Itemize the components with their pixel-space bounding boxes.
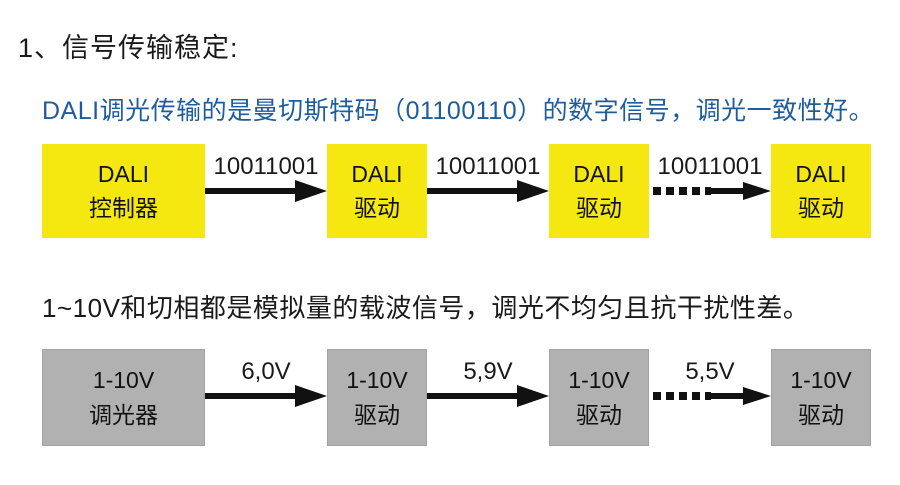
analog-driver-1-line1: 1-10V [346, 367, 408, 393]
dali-arrow-1: 10011001 [205, 144, 327, 238]
solid-arrow-icon [205, 180, 327, 202]
dashed-arrow-icon [653, 182, 771, 200]
page-title: 1、信号传输稳定: [18, 33, 239, 63]
analog-driver-2-line2: 驱动 [576, 401, 622, 428]
solid-arrow-icon [427, 385, 549, 407]
dali-arrow-1-label: 10011001 [213, 153, 319, 180]
dali-driver-1-line2: 驱动 [354, 195, 400, 221]
dali-driver-box-3: DALI 驱动 [771, 144, 871, 238]
dali-driver-2-line1: DALI [573, 160, 625, 187]
dali-driver-1-line1: DALI [351, 160, 403, 187]
dali-arrow-3: 10011001 [649, 144, 771, 238]
dali-controller-box: DALI 控制器 [42, 144, 205, 238]
dali-arrow-3-label: 10011001 [657, 153, 763, 180]
analog-arrow-3: 5,5V [649, 349, 771, 446]
analog-arrow-2-label: 5,9V [463, 358, 513, 385]
analog-dimmer-box: 1-10V 调光器 [42, 349, 205, 446]
analog-driver-box-1: 1-10V 驱动 [327, 349, 427, 446]
dali-description: DALI调光传输的是曼切斯特码（01100110）的数字信号，调光一致性好。 [42, 97, 875, 125]
dali-driver-3-line1: DALI [795, 160, 847, 187]
dali-driver-2-line2: 驱动 [576, 195, 622, 221]
dashed-arrow-icon [653, 387, 771, 405]
analog-driver-box-3: 1-10V 驱动 [771, 349, 871, 446]
analog-driver-2-line1: 1-10V [568, 367, 630, 393]
analog-driver-3-line2: 驱动 [798, 401, 844, 428]
dali-controller-line2: 控制器 [89, 195, 158, 221]
dali-flow-row: DALI 控制器 10011001 DALI 驱动 10011001 DALI … [42, 144, 871, 238]
solid-arrow-icon [205, 385, 327, 407]
analog-arrow-2: 5,9V [427, 349, 549, 446]
dali-driver-box-1: DALI 驱动 [327, 144, 427, 238]
dali-arrow-2: 10011001 [427, 144, 549, 238]
solid-arrow-icon [427, 180, 549, 202]
analog-driver-3-line1: 1-10V [790, 367, 852, 393]
dali-driver-box-2: DALI 驱动 [549, 144, 649, 238]
analog-flow-row: 1-10V 调光器 6,0V 1-10V 驱动 5,9V 1-10V 驱动 [42, 349, 871, 446]
analog-arrow-1-label: 6,0V [241, 358, 291, 385]
dali-controller-line1: DALI [97, 160, 150, 187]
dali-arrow-2-label: 10011001 [435, 153, 541, 180]
dali-driver-3-line2: 驱动 [798, 195, 844, 221]
analog-driver-box-2: 1-10V 驱动 [549, 349, 649, 446]
analog-description: 1~10V和切相都是模拟量的载波信号，调光不均匀且抗干扰性差。 [42, 293, 810, 323]
analog-arrow-1: 6,0V [205, 349, 327, 446]
analog-arrow-3-label: 5,5V [685, 358, 735, 385]
analog-dimmer-line2: 调光器 [89, 401, 158, 428]
analog-dimmer-line1: 1-10V [92, 367, 155, 393]
analog-driver-1-line2: 驱动 [354, 401, 400, 428]
